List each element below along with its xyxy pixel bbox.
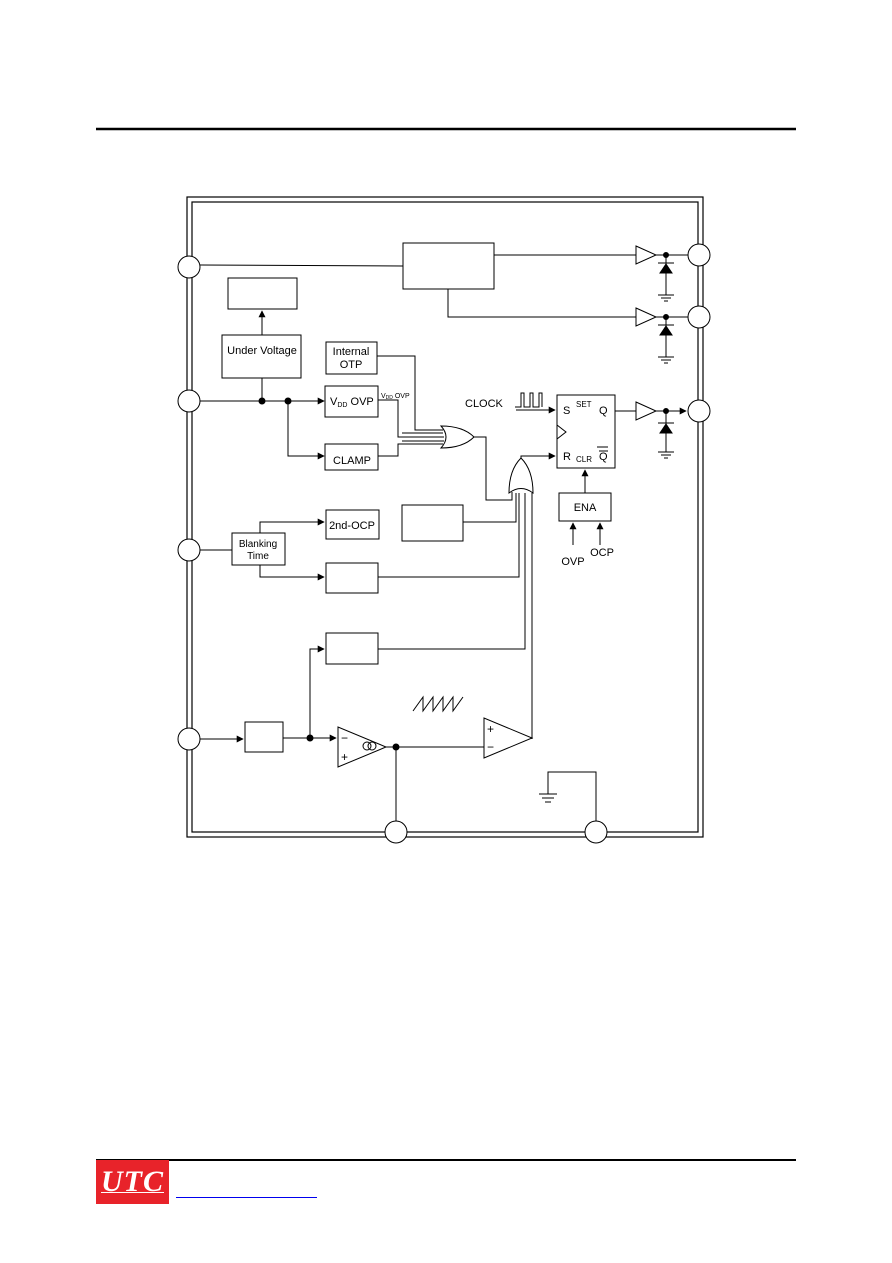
internal-otp-label-2: OTP: [340, 359, 363, 371]
ic-outline-inner: [191, 201, 699, 833]
vdd-ovp-small-tail: OVP: [393, 393, 410, 400]
vdd-ovp-label-sub: DD: [337, 402, 347, 409]
pwm-comparator: [483, 717, 534, 759]
internal-otp-block: [325, 341, 378, 375]
zener-2: [659, 325, 673, 336]
or-gate-1: [439, 425, 475, 449]
vdd-ovp-label-v: V: [330, 396, 338, 408]
vdd-ovp-small-label: VDD OVP: [381, 393, 410, 401]
utc-logo: UTC: [96, 1160, 169, 1204]
pin-left-2: [177, 389, 201, 413]
buffer-2: [635, 307, 658, 327]
ena-block: [558, 492, 612, 522]
sawtooth-icon: [412, 695, 464, 713]
internal-otp-label-1: Internal: [333, 346, 370, 358]
under-voltage-label: Under Voltage: [227, 345, 297, 357]
ena-label: ENA: [574, 502, 597, 514]
flipflop-qbar: Q: [599, 451, 608, 463]
vdd-ovp-block: [324, 385, 379, 418]
blanking-time-block: [231, 532, 286, 566]
error-amp-plus: +: [341, 750, 348, 764]
second-ocp-block: [325, 509, 380, 540]
second-ocp-logic-block: [401, 504, 464, 542]
vdd-ovp-small-sub: DD: [386, 395, 394, 401]
pin-left-3: [177, 538, 201, 562]
ocp-block: [325, 562, 379, 594]
flipflop-s: S: [563, 405, 570, 417]
flipflop-q: Q: [599, 405, 608, 417]
ocp-label: OCP: [590, 547, 614, 559]
buffer-3: [635, 401, 658, 421]
error-amplifier: [337, 726, 388, 768]
clock-pulse-icon: [515, 392, 543, 408]
pin-right-2: [687, 305, 711, 329]
vdd-ovp-label: VDD OVP: [330, 396, 374, 409]
pin-bottom-2: [584, 820, 608, 844]
comparator-minus: −: [487, 740, 494, 754]
ic-outline-outer: [186, 196, 704, 838]
clock-label: CLOCK: [465, 398, 504, 410]
second-ocp-label: 2nd-OCP: [329, 520, 375, 532]
flipflop-r: R: [563, 451, 571, 463]
vdd-ovp-small-v: V: [381, 393, 386, 400]
ovp-label: OVP: [561, 556, 584, 568]
soft-block: [325, 632, 379, 665]
sr-flip-flop: [556, 394, 616, 469]
reference-block: [227, 277, 298, 310]
vdd-ovp-label-tail: OVP: [347, 396, 373, 408]
zener-1: [659, 263, 673, 274]
pin-left-1: [177, 255, 201, 279]
clamp-label: CLAMP: [333, 455, 371, 467]
or-gate-2: [508, 457, 534, 494]
flipflop-set: SET: [576, 400, 592, 409]
comparator-plus: +: [487, 722, 494, 736]
pin-left-4: [177, 727, 201, 751]
error-amp-minus: −: [341, 731, 348, 745]
blanking-label-1: Blanking: [239, 539, 277, 550]
pin-right-1: [687, 243, 711, 267]
clamp-block: [324, 443, 379, 471]
pin-bottom-1: [384, 820, 408, 844]
buffer-1: [635, 245, 658, 265]
website-link[interactable]: [176, 1197, 317, 1198]
input-buffer-block: [244, 721, 284, 753]
under-voltage-block: [221, 334, 302, 379]
flipflop-clr: CLR: [576, 455, 592, 464]
zener-3: [659, 423, 673, 434]
top-block: [402, 242, 495, 290]
pin-right-3: [687, 399, 711, 423]
blanking-label-2: Time: [247, 551, 269, 562]
